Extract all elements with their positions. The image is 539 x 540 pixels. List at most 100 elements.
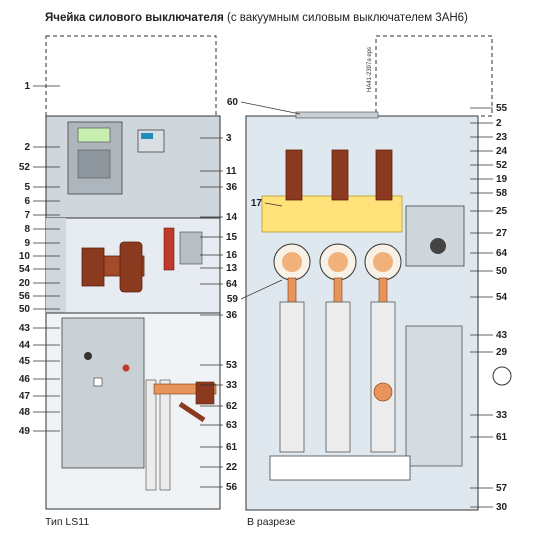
leader-line-top-0 <box>240 101 301 115</box>
left-lower-insulator <box>195 381 215 405</box>
left-cable-1 <box>145 379 157 491</box>
title-bold: Ячейка силового выключателя <box>45 12 224 24</box>
part-label-left-2: 52 <box>19 162 31 173</box>
part-label-mid-8: 36 <box>226 310 238 321</box>
left-side-panel <box>46 218 66 313</box>
part-label-right-5: 19 <box>496 174 508 185</box>
part-label-right-10: 50 <box>496 266 508 277</box>
part-label-mid-6: 13 <box>226 263 238 274</box>
part-label-left-10: 20 <box>19 278 31 289</box>
part-label-mid-7: 64 <box>226 279 238 290</box>
interrupter-pole-2 <box>331 149 349 201</box>
earthing-contact <box>373 382 393 402</box>
left-copper-bar <box>153 383 217 395</box>
part-label-right-16: 61 <box>496 432 508 443</box>
part-label-left-19: 49 <box>19 426 31 437</box>
part-label-mid-14: 22 <box>226 462 238 473</box>
red-operating-rod <box>163 227 175 271</box>
part-label-left-15: 45 <box>19 356 31 367</box>
busbar-left-core <box>282 252 302 272</box>
part-label-mid-11: 62 <box>226 401 238 412</box>
part-label-right-4: 52 <box>496 160 508 171</box>
part-label-left-5: 7 <box>24 210 30 221</box>
part-label-mid-3: 14 <box>226 212 238 223</box>
busbar-right-core <box>373 252 393 272</box>
earthing-switch-arm <box>178 401 206 423</box>
part-label-left-16: 46 <box>19 374 31 385</box>
part-label-mid-2: 36 <box>226 182 238 193</box>
part-label-left-9: 54 <box>19 264 31 275</box>
part-label-mid-9: 53 <box>226 360 238 371</box>
relay-keypad <box>77 149 111 179</box>
relay-display <box>77 127 111 143</box>
part-label-left-18: 48 <box>19 407 31 418</box>
part-label-left-7: 9 <box>24 238 30 249</box>
cable-base <box>269 455 411 481</box>
withdrawable-truck <box>61 317 145 469</box>
part-label-right-6: 58 <box>496 188 508 199</box>
mechanism-box <box>179 231 203 265</box>
part-label-left-14: 44 <box>19 340 31 351</box>
part-label-right-11: 54 <box>496 292 508 303</box>
current-transformer-1 <box>279 301 305 453</box>
part-label-mid-4: 15 <box>226 232 238 243</box>
caption-right: В разрезе <box>247 516 296 528</box>
label-42-ring <box>492 366 512 386</box>
part-label-right-1: 2 <box>496 118 502 129</box>
part-label-mid-1: 11 <box>226 166 237 177</box>
part-label-right-12: 43 <box>496 330 508 341</box>
part-label-right-0: 55 <box>496 103 508 114</box>
part-label-left-6: 8 <box>24 224 30 235</box>
part-label-top-2: 59 <box>227 294 239 305</box>
current-transformer-2 <box>325 301 351 453</box>
mechanism-shaft <box>430 238 446 254</box>
busbar-set <box>273 243 402 281</box>
truck-red-lamp <box>122 364 130 372</box>
title-rest: (с вакуумным силовым выключателем 3AH6) <box>223 12 468 24</box>
part-label-left-8: 10 <box>19 251 31 262</box>
busbar-compartment-highlight <box>261 195 403 233</box>
pressure-relief-duct <box>295 111 379 119</box>
part-label-right-18: 30 <box>496 502 508 513</box>
left-top-dashed-box <box>45 35 217 117</box>
truck-indicator <box>93 377 103 387</box>
part-label-mid-13: 61 <box>226 442 238 453</box>
part-label-left-1: 2 <box>24 142 30 153</box>
left-insulator-a <box>81 247 105 287</box>
part-label-mid-10: 33 <box>226 380 238 391</box>
part-label-left-0: 1 <box>24 81 30 92</box>
part-label-mid-5: 16 <box>226 250 238 261</box>
part-label-left-12: 50 <box>19 304 31 315</box>
right-side-panel <box>405 325 463 467</box>
left-cable-2 <box>159 379 171 491</box>
operating-mechanism <box>405 205 465 267</box>
diagram-title: Ячейка силового выключателя (с вакуумным… <box>45 12 468 24</box>
part-label-right-8: 27 <box>496 228 508 239</box>
interrupter-pole-3 <box>375 149 393 201</box>
right-top-dashed-box <box>375 35 493 117</box>
leader-line-top-2 <box>240 279 283 300</box>
left-insulator-b <box>119 241 143 293</box>
part-label-right-17: 57 <box>496 483 508 494</box>
part-label-right-7: 25 <box>496 206 508 217</box>
part-label-right-15: 33 <box>496 410 508 421</box>
current-transformer-3 <box>370 301 396 453</box>
part-label-right-13: 29 <box>496 347 508 358</box>
part-label-right-3: 24 <box>496 146 508 157</box>
part-label-left-4: 6 <box>24 196 30 207</box>
part-label-mid-12: 63 <box>226 420 238 431</box>
label-group: 1252567891054205650434445464748493113614… <box>19 81 508 513</box>
part-label-top-1: 17 <box>251 198 263 209</box>
interrupter-pole-1 <box>285 149 303 201</box>
part-label-left-13: 43 <box>19 323 31 334</box>
busbar-middle-core <box>328 252 348 272</box>
truck-knob <box>84 352 92 360</box>
part-label-mid-15: 56 <box>226 482 238 493</box>
part-label-right-9: 64 <box>496 248 508 259</box>
indicator-blue <box>141 133 153 139</box>
part-label-left-11: 56 <box>19 291 31 302</box>
part-label-mid-0: 3 <box>226 133 232 144</box>
part-label-left-17: 47 <box>19 391 31 402</box>
